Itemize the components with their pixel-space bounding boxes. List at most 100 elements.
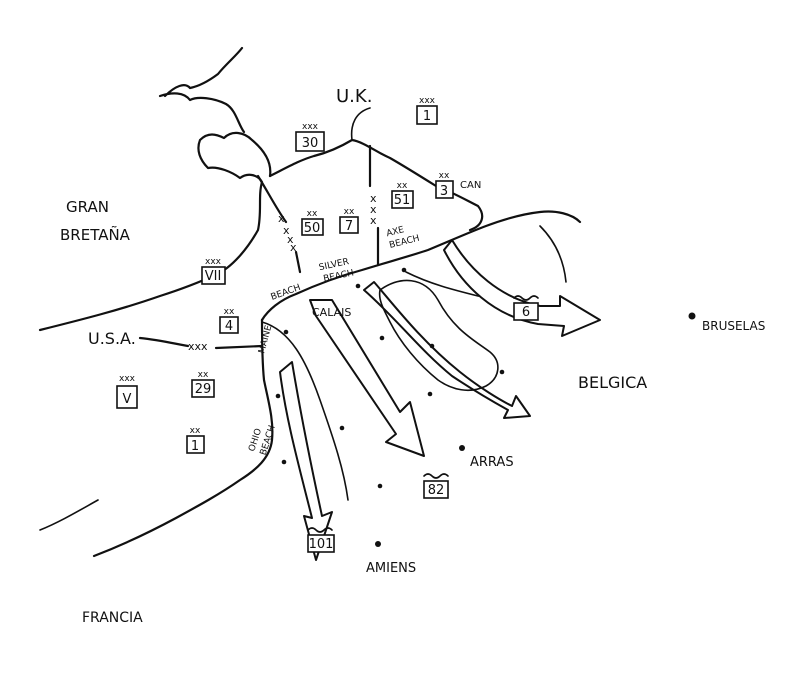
unit-us-airborne-101: 101 xyxy=(307,527,335,553)
unit-echelon: xx xyxy=(439,171,450,181)
unit-can-div-3: xx 3 xyxy=(435,171,454,199)
brittany-coast xyxy=(39,499,99,531)
unit-number: 4 xyxy=(225,319,233,334)
unit-frame xyxy=(116,385,138,409)
unit-echelon: xx xyxy=(397,181,408,191)
arras-dot xyxy=(459,445,465,451)
attack-arrow-arras xyxy=(309,299,425,457)
gold-beach-line-2: BEACH xyxy=(270,283,302,303)
unit-frame xyxy=(219,316,239,334)
area-dot xyxy=(283,329,289,335)
label-gran: GRAN xyxy=(66,198,109,216)
unit-us-div-4: xx 4 xyxy=(219,307,239,334)
ohio-beach-label: OHIO BEACH xyxy=(247,424,278,456)
unit-number: 30 xyxy=(302,136,319,151)
unit-number: VII xyxy=(205,269,222,284)
unit-frame xyxy=(416,105,438,125)
unit-us-corps-5: xxx V xyxy=(116,374,138,409)
area-dot xyxy=(281,459,287,465)
x-mark: x xyxy=(287,233,294,246)
unit-number: 50 xyxy=(304,221,321,236)
unit-frame xyxy=(435,180,454,199)
unit-echelon: xx xyxy=(190,426,201,436)
airborne-wing xyxy=(513,295,539,301)
frontier-line-2 xyxy=(539,225,567,283)
airborne-wing xyxy=(423,473,449,479)
britain-coastline-east xyxy=(268,138,484,232)
area-dot xyxy=(377,483,383,489)
airborne-wing xyxy=(307,527,333,533)
boundary-x-marks: x x x x x x x xxx xyxy=(188,192,377,353)
uk-sector-boundary xyxy=(368,144,380,266)
unit-us-div-1: xx 1 xyxy=(186,426,205,454)
frontier-line xyxy=(261,321,349,501)
unit-frame xyxy=(186,435,205,454)
unit-uk-div-50: xx 50 xyxy=(301,209,324,236)
france-west-coast xyxy=(92,318,274,558)
area-dot xyxy=(427,391,433,397)
unit-echelon: xxx xyxy=(302,122,319,132)
attack-arrow-belgium xyxy=(443,239,601,337)
label-bruselas: BRUSELAS xyxy=(702,319,765,333)
unit-number: 3 xyxy=(440,184,448,199)
unit-frame xyxy=(201,266,226,285)
ohio-beach-line-2: BEACH xyxy=(259,424,278,456)
unit-echelon: xxx xyxy=(119,374,136,384)
unit-frame xyxy=(391,190,414,209)
maine-beach-text: MAINE xyxy=(257,324,274,355)
label-francia: FRANCIA xyxy=(82,610,143,626)
unit-number: 51 xyxy=(394,193,411,208)
unit-echelon: xx xyxy=(224,307,235,317)
unit-uk-corps-1: xxx 1 xyxy=(416,96,438,125)
unit-frame xyxy=(295,131,325,152)
label-usa: U.S.A. xyxy=(88,329,136,348)
area-dot xyxy=(339,425,345,431)
unit-echelon: xx xyxy=(344,207,355,217)
area-dot xyxy=(355,283,361,289)
axe-beach-line-1: AXE xyxy=(385,225,405,239)
unit-uk-airborne-6: 6 xyxy=(513,295,539,321)
unit-echelon: xx xyxy=(307,209,318,219)
area-dot xyxy=(401,267,407,273)
amiens-dot xyxy=(375,541,381,547)
unit-number: V xyxy=(123,392,132,407)
unit-number: 82 xyxy=(428,483,445,498)
pocket-outline xyxy=(378,279,499,392)
unit-us-airborne-82: 82 xyxy=(423,473,449,499)
label-bretana: BRETAÑA xyxy=(60,225,131,244)
silver-beach-label: SILVER BEACH xyxy=(318,257,355,284)
x-mark: x xyxy=(370,203,377,216)
town-dots xyxy=(275,267,696,547)
xxx-mark: xxx xyxy=(188,340,208,353)
usa-boundary xyxy=(138,336,264,350)
unit-number: 101 xyxy=(309,537,334,552)
unit-number: 7 xyxy=(345,219,353,234)
brussels-dot xyxy=(688,312,696,320)
x-mark: x xyxy=(283,224,290,237)
unit-echelon: xx xyxy=(198,370,209,380)
unit-uk-div-7: xx 7 xyxy=(339,207,359,234)
area-dot xyxy=(275,393,281,399)
unit-number: 1 xyxy=(423,109,431,124)
unit-echelon: xxx xyxy=(419,96,436,106)
unit-us-div-29: xx 29 xyxy=(191,370,215,398)
continent-coastline xyxy=(260,210,582,322)
x-mark: x xyxy=(278,212,285,225)
x-mark: x xyxy=(370,192,377,205)
unit-uk-div-51: xx 51 xyxy=(391,181,414,209)
unit-number: 29 xyxy=(195,382,212,397)
britain-east-coast xyxy=(350,107,371,141)
unit-frame xyxy=(307,534,335,553)
unit-frame xyxy=(513,302,539,321)
unit-number: 1 xyxy=(191,439,199,454)
label-uk: U.K. xyxy=(336,86,372,107)
label-belgica: BELGICA xyxy=(578,373,647,392)
gold-beach-label: BEACH xyxy=(270,283,302,303)
unit-frame xyxy=(191,379,215,398)
us-uk-boundary xyxy=(256,174,302,274)
area-dot xyxy=(379,335,385,341)
label-can: CAN xyxy=(460,180,481,191)
unit-frame xyxy=(423,480,449,499)
unit-frame xyxy=(301,218,324,236)
